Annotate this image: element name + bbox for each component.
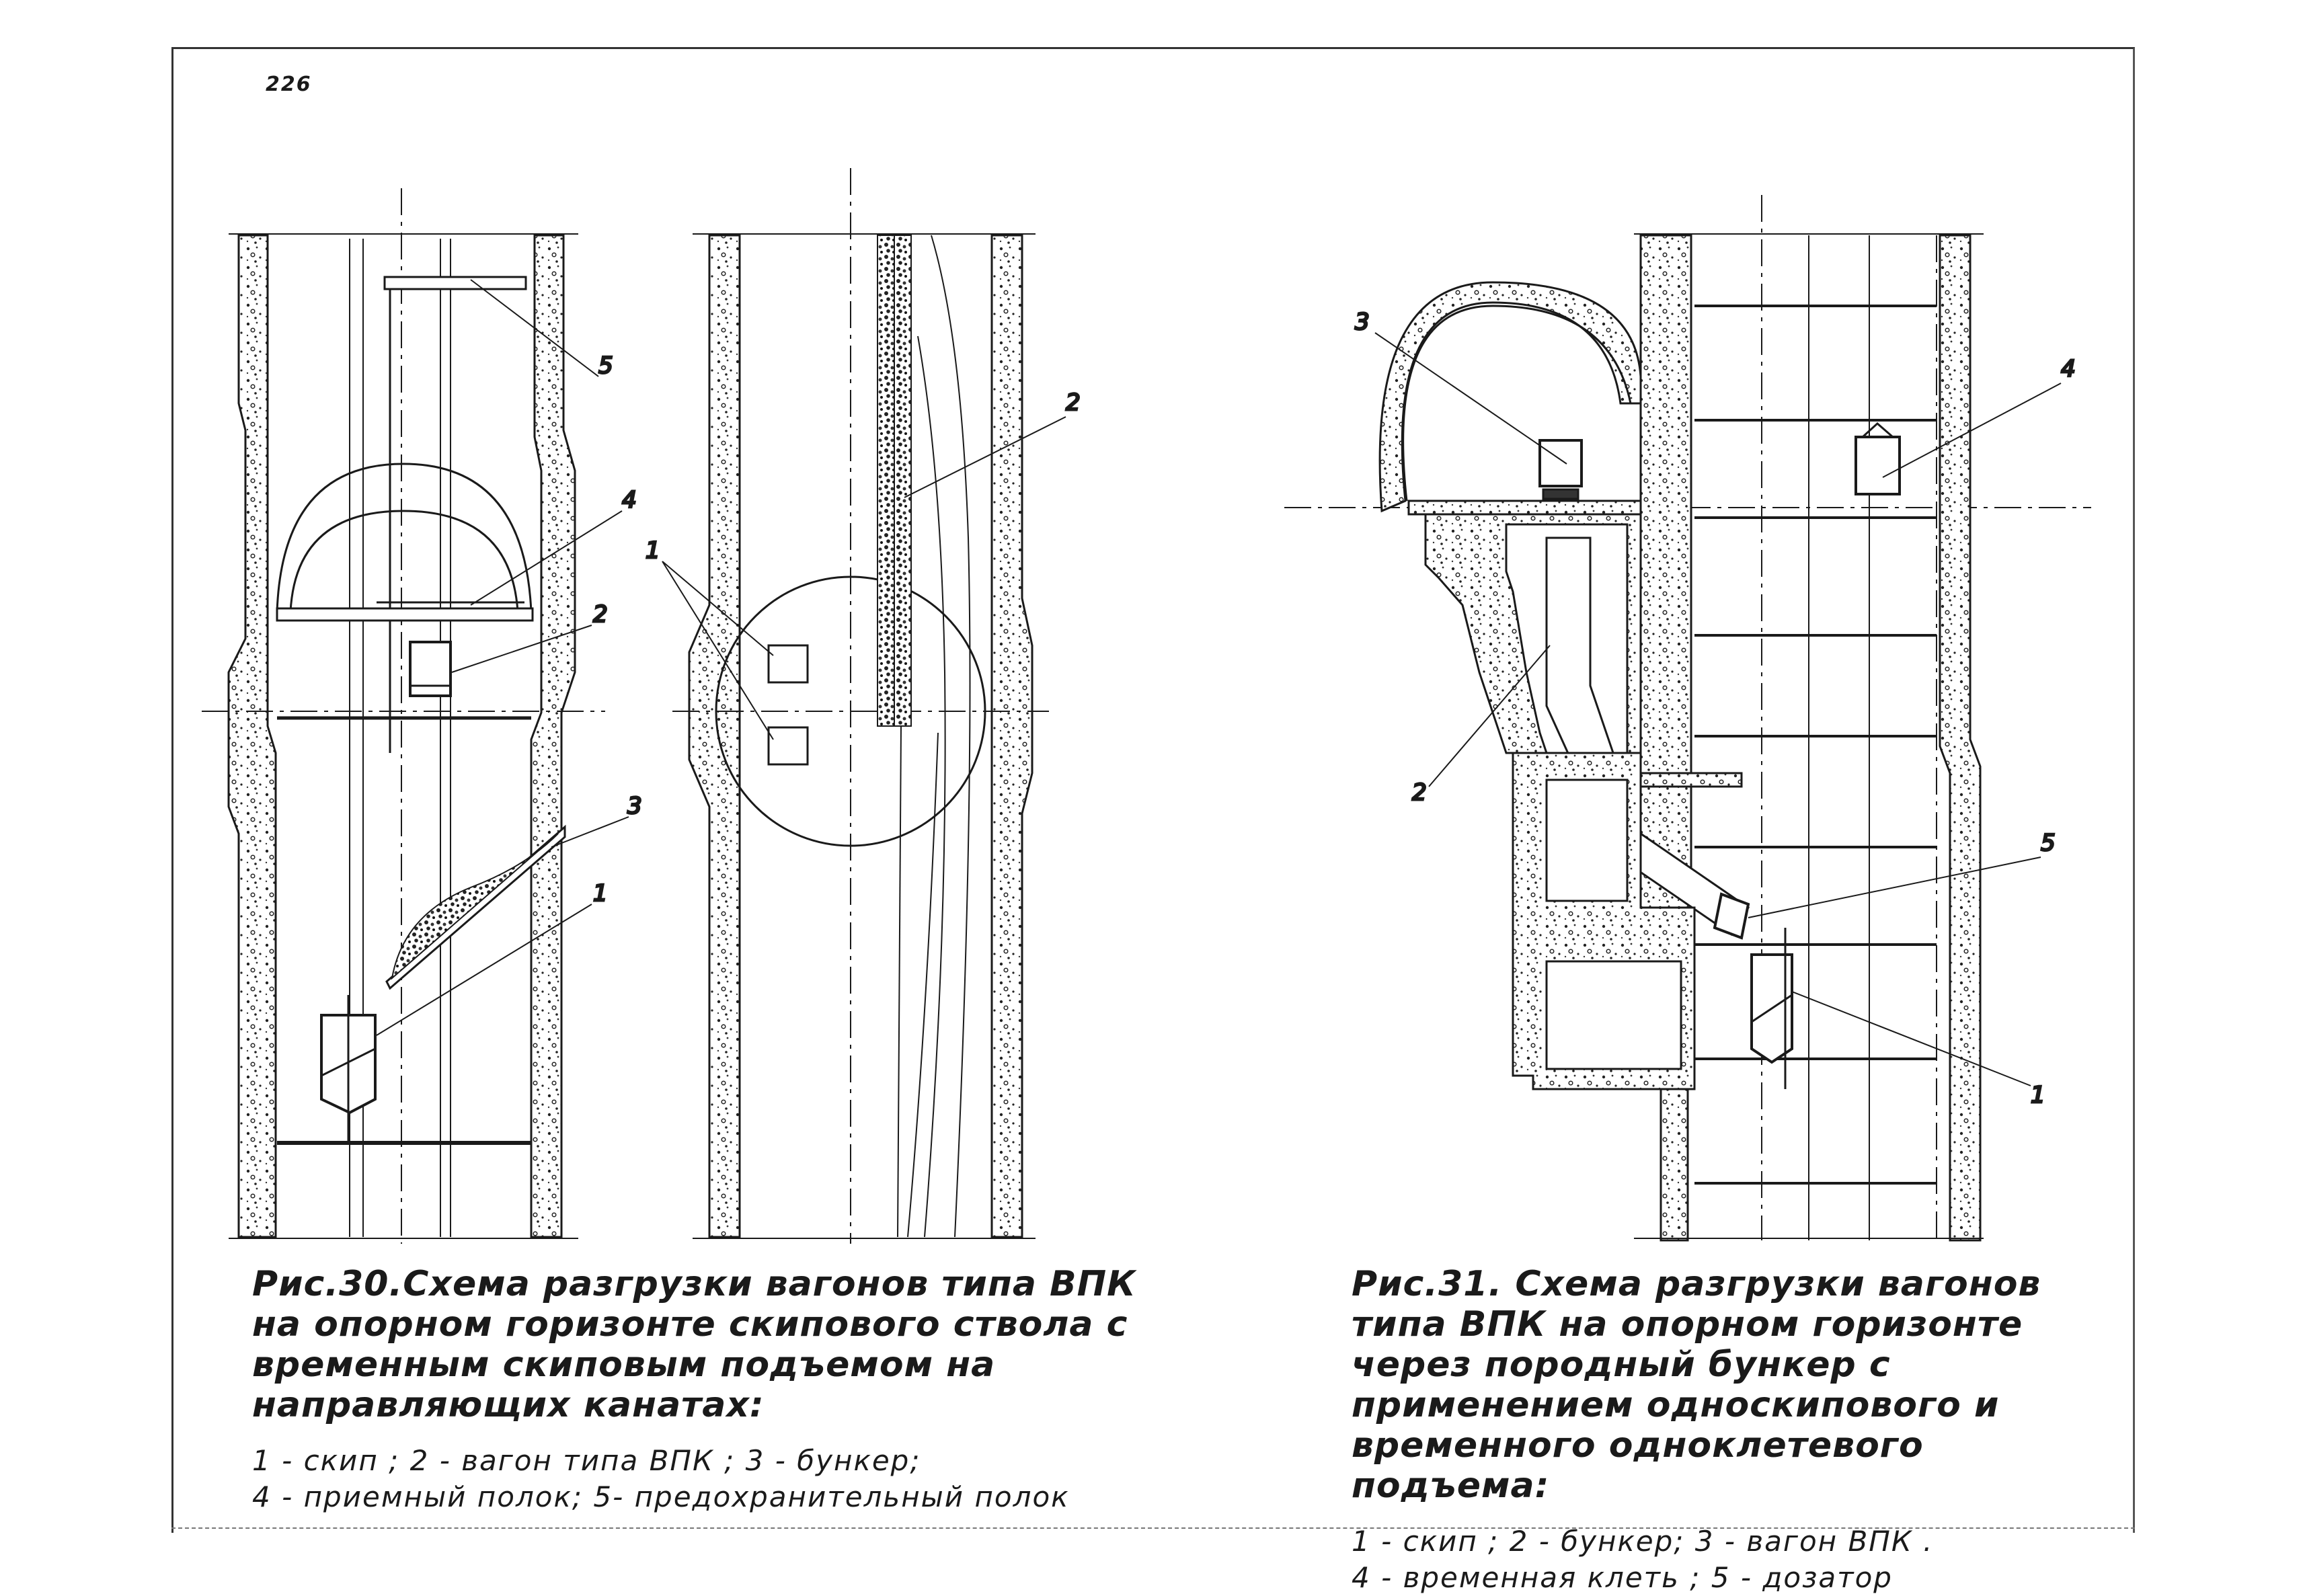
fig30-arch-outer — [276, 463, 533, 612]
fig31-legend-line-2: 4 - временная клеть ; 5 - дозатор — [1352, 1561, 1893, 1594]
page-frame-bottom — [171, 1527, 2135, 1529]
fig30-caption-title: Рис.30.Схема разгрузки вагонов типа ВПК … — [252, 1264, 1136, 1425]
fig31-caption-title: Рис.31. Схема разгрузки вагонов типа ВПК… — [1352, 1264, 2041, 1506]
fig30-legend-line-1: 1 - скип ; 2 - вагон типа ВПК ; 3 - бунк… — [252, 1444, 921, 1477]
page-number: 226 — [266, 73, 312, 96]
fig30-plan-label-2: 2 — [1066, 389, 1081, 416]
fig30-label-5: 5 — [598, 352, 613, 379]
fig30-safety-deck — [383, 276, 527, 290]
fig30-plan-label-1: 1 — [646, 537, 660, 564]
fig31-label-5: 5 — [2041, 830, 2056, 856]
fig31-label-1: 1 — [2031, 1082, 2045, 1109]
fig31-label-4: 4 — [2061, 356, 2076, 383]
fig31-label-3: 3 — [1355, 309, 1370, 335]
fig30-plan: 1 2 — [645, 168, 1081, 1244]
fig31-legend-line-1: 1 - скип ; 2 - бункер; 3 - вагон ВПК . — [1352, 1525, 1934, 1558]
fig31-cage — [1855, 436, 1901, 495]
fig31-wagon — [1538, 439, 1583, 487]
fig30-wagon — [409, 641, 452, 697]
fig31-caption: Рис.31. Схема разгрузки вагонов типа ВПК… — [1352, 1264, 2105, 1596]
fig30-plan-right-wall — [990, 234, 1033, 1238]
fig30-label-3: 3 — [627, 793, 642, 820]
fig30-label-2: 2 — [593, 601, 608, 628]
fig31-section: 3 4 2 5 1 — [1284, 195, 2091, 1242]
fig30-plan-circle — [715, 575, 986, 847]
fig30-right-wall — [530, 234, 576, 1238]
fig30-arch-inner — [289, 510, 519, 612]
fig30-plan-square-1 — [767, 644, 809, 684]
fig30-plan-square-2 — [767, 726, 809, 766]
fig30-receiving-deck — [276, 607, 534, 622]
fig30-left-wall — [227, 234, 277, 1238]
fig31-doser — [1713, 892, 1750, 940]
fig30-plan-left-wall — [688, 234, 741, 1238]
fig31-dome — [1378, 281, 1642, 513]
fig30-section: 5 4 2 3 1 — [202, 188, 643, 1244]
fig30-legend-line-2: 4 - приемный полок; 5- предохранительный… — [252, 1480, 1070, 1513]
fig31-label-2: 2 — [1412, 779, 1427, 806]
page-frame — [171, 47, 2135, 1533]
fig31-right-wall — [1939, 234, 1982, 1242]
fig30-rock — [391, 833, 559, 980]
fig30-caption: Рис.30.Схема разгрузки вагонов типа ВПК … — [252, 1264, 1153, 1515]
fig31-bunker-body — [1424, 513, 1743, 788]
fig30-label-4: 4 — [622, 487, 637, 514]
fig30-label-1: 1 — [593, 880, 608, 907]
